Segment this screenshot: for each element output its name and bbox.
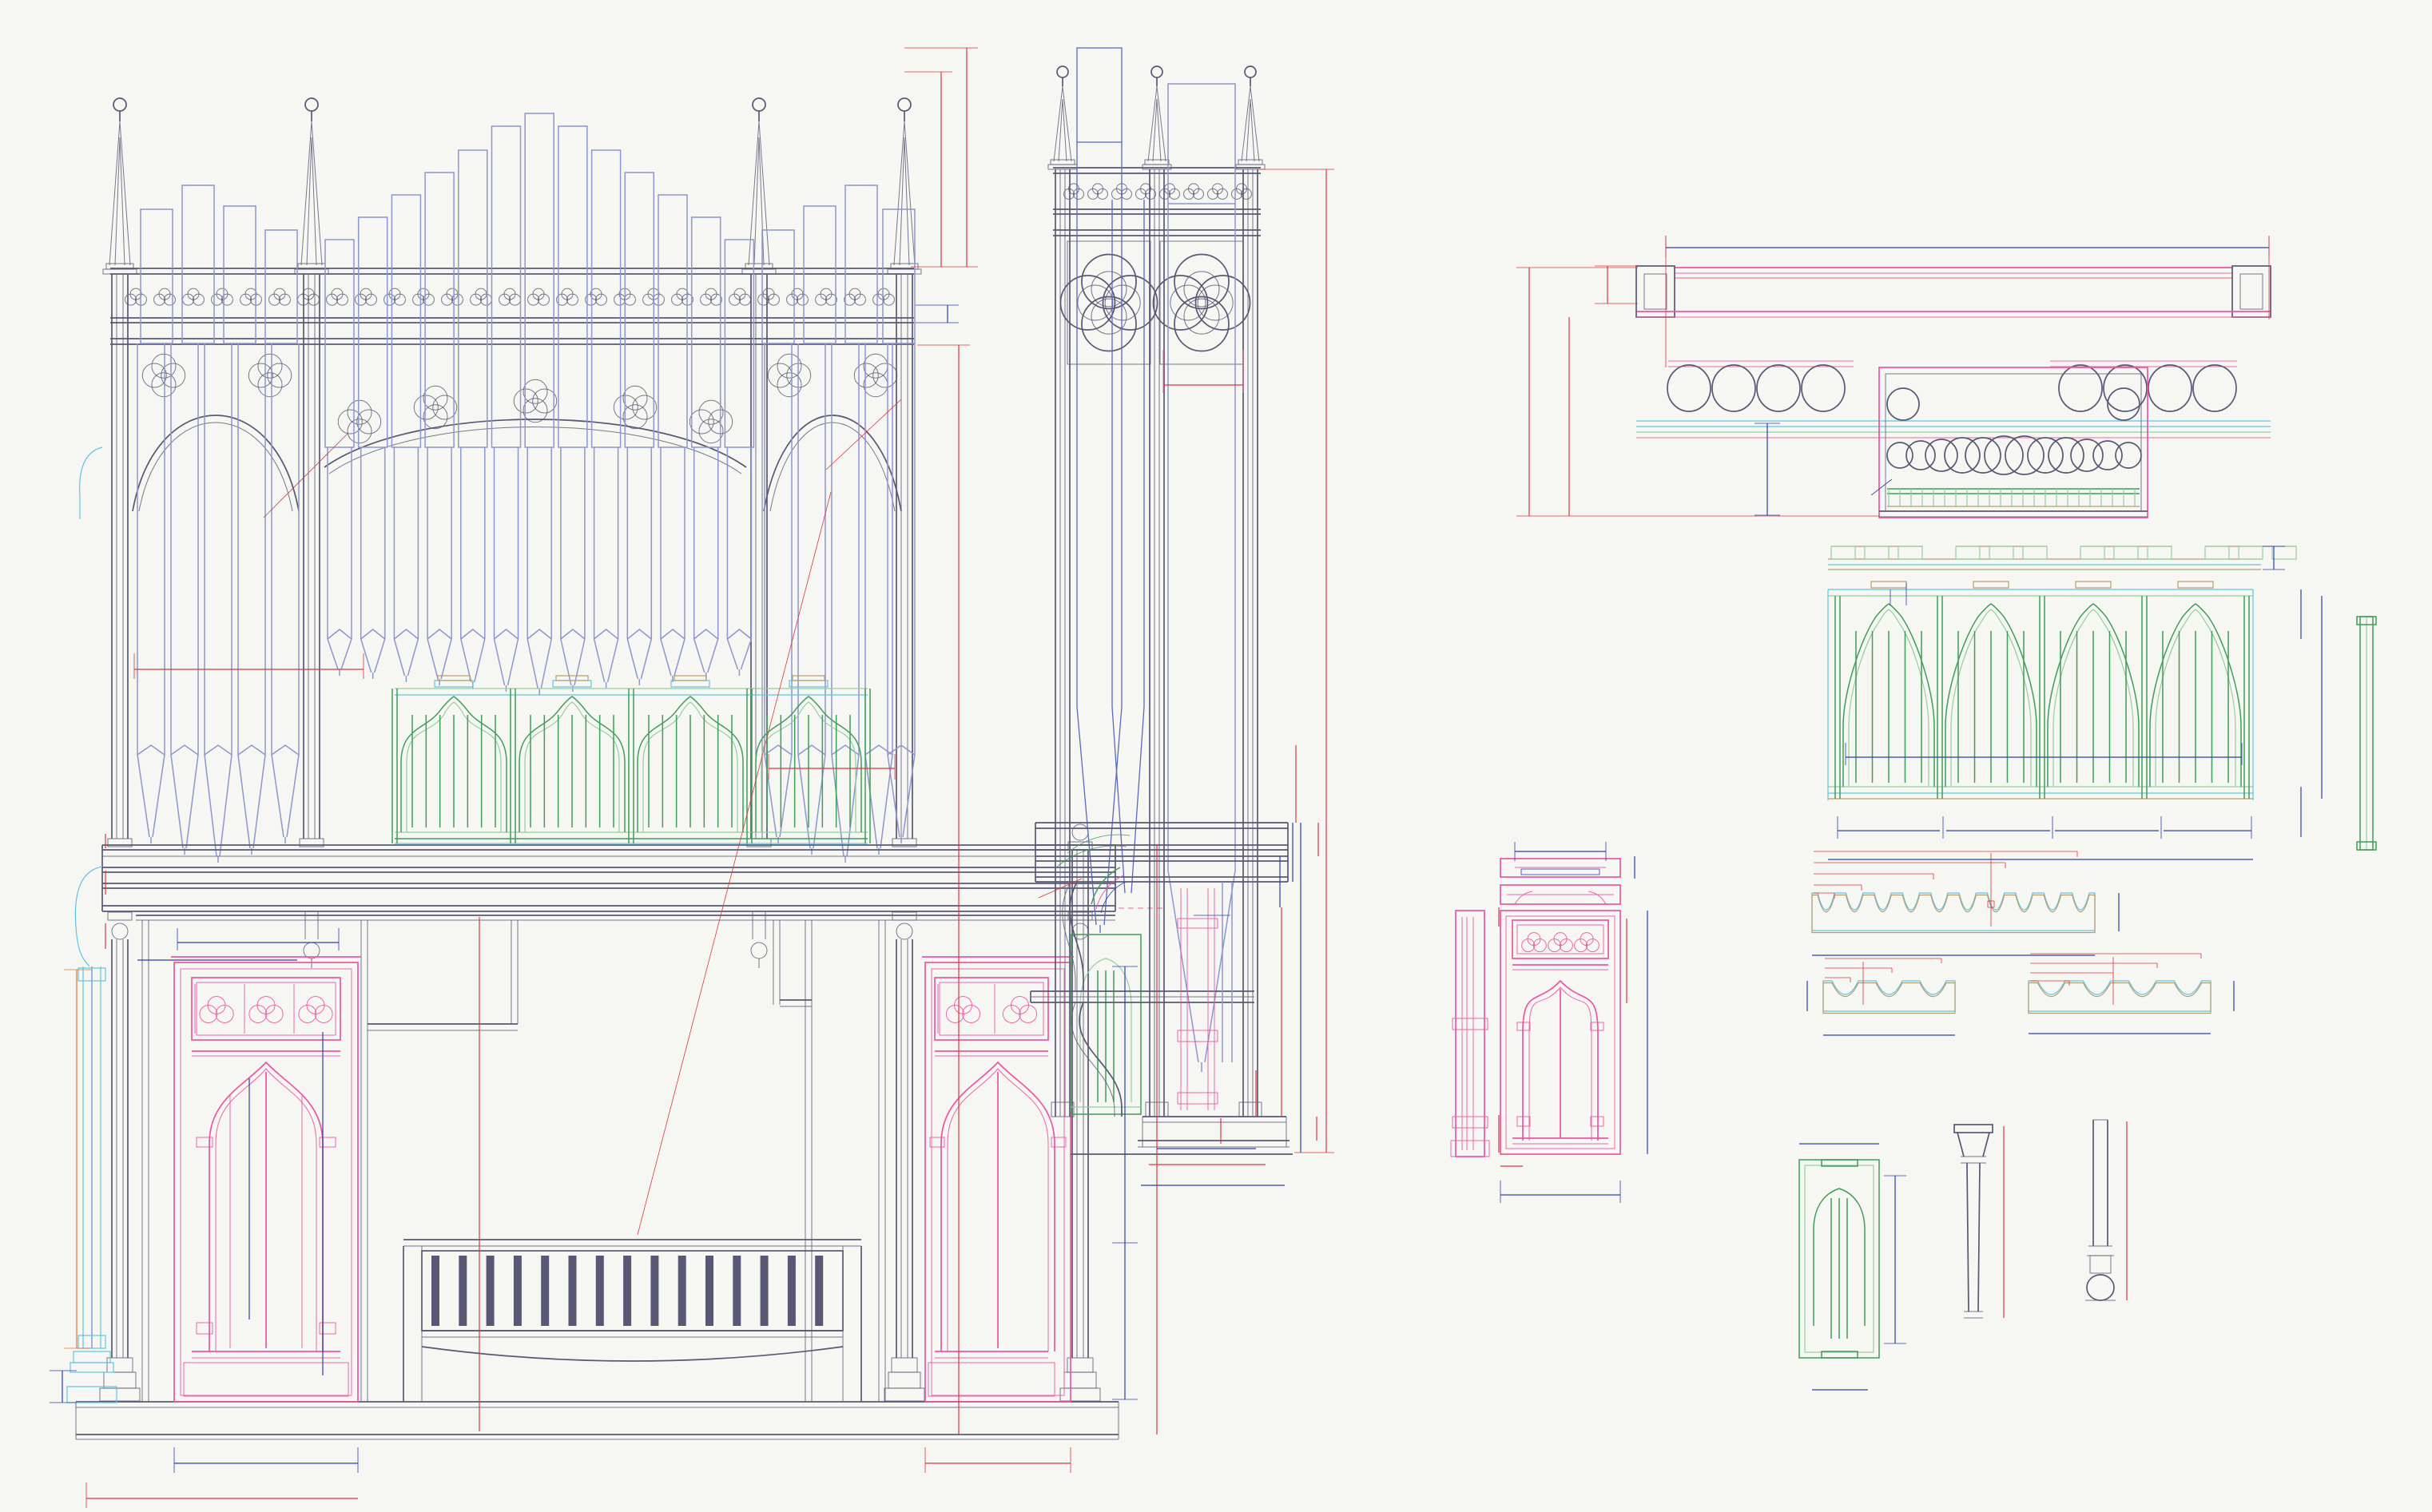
- dim-label: 275: [1189, 365, 1218, 383]
- dim-label: 83: [2220, 990, 2232, 1003]
- dimension-lines: [50, 47, 2323, 1508]
- dim-label: 568: [984, 1442, 1013, 1459]
- dim-label: 1056: [1908, 854, 1926, 862]
- dim-label: 140: [2042, 973, 2054, 980]
- dim-label: 58: [1905, 580, 1917, 590]
- dim-label: 51: [1505, 1154, 1517, 1165]
- dim-label: 48: [86, 839, 99, 854]
- dim-label: 114: [1820, 885, 1832, 892]
- dim-label: 1092: [1261, 997, 1276, 1030]
- dim-label: 22: [1853, 492, 1869, 508]
- dim-label: 1524: [2017, 940, 2050, 955]
- dim-label: 382: [918, 152, 936, 181]
- dim-label: 473: [1877, 1018, 1901, 1034]
- dim-label: 1590: [1281, 998, 1296, 1031]
- dim-label: 660: [1874, 865, 1888, 873]
- joinery-detail-views: [1450, 546, 2297, 1359]
- dim-label: 60: [2110, 906, 2121, 918]
- dim-label: 195: [1828, 1371, 1853, 1387]
- dim-label: 284: [2196, 813, 2219, 827]
- dim-label: 67: [1301, 833, 1313, 847]
- dim-label: 2356: [936, 682, 953, 720]
- side-elevation: [1030, 47, 1293, 1155]
- dim-label: 73: [1590, 276, 1603, 290]
- dim-label: 38: [931, 307, 943, 320]
- dim-label: 280: [1274, 772, 1290, 797]
- dim-label: 1444: [2028, 739, 2060, 754]
- dim-label: 95: [1480, 1128, 1492, 1140]
- dim-label: 46: [1480, 911, 1492, 923]
- dim-label: 564: [226, 1254, 244, 1283]
- dim-label: 627: [225, 646, 254, 664]
- dim-label: 616: [2307, 691, 2322, 716]
- dim-label: 594: [2108, 946, 2121, 954]
- dim-label: 70: [2288, 803, 2301, 817]
- dim-label: 373.561: [253, 467, 304, 513]
- dim-label: 722: [208, 1482, 236, 1499]
- dim-label: 218.253: [1093, 842, 1131, 875]
- dim-label: 429: [1548, 1175, 1573, 1190]
- plan-section-view: [1635, 265, 2377, 851]
- dim-label: 264: [1839, 876, 1853, 884]
- dim-label: 83: [1794, 990, 1806, 1003]
- dim-label: 48: [86, 932, 99, 946]
- dim-label: 476: [1894, 1248, 1909, 1273]
- dim-label: 443: [2086, 955, 2100, 963]
- dim-label: 469: [944, 147, 961, 176]
- dim-label: 583: [251, 1442, 280, 1459]
- dim-label: 118: [1238, 1085, 1250, 1105]
- dim-label: 122: [1202, 902, 1222, 914]
- dim-label: 48: [86, 876, 99, 891]
- dim-label: 627: [203, 937, 232, 954]
- dim-label: 1452: [1943, 843, 1961, 851]
- dim-label: 102: [1627, 950, 1639, 972]
- dim-label: 461: [243, 919, 272, 937]
- dim-label: 424: [1875, 950, 1889, 958]
- dim-label: 247: [1850, 960, 1864, 968]
- dim-label: 178: [1135, 867, 1150, 891]
- dim-label: 84: [1202, 1123, 1214, 1135]
- dim-label: 284: [1878, 813, 1901, 827]
- dim-label: 2688: [1948, 226, 1986, 244]
- dim-label: 587: [1102, 1307, 1119, 1335]
- dim-label: 820: [1508, 379, 1525, 407]
- dim-label: 89: [1178, 930, 1190, 943]
- dim-label: 2096: [1303, 746, 1321, 784]
- dim-label: 722: [1549, 403, 1567, 431]
- dim-label: 28: [2276, 551, 2287, 563]
- front-elevation: [66, 97, 1163, 1440]
- dim-label: 327: [1548, 835, 1573, 850]
- dim-label: 114: [41, 1377, 53, 1397]
- dim-label: 627: [2107, 1017, 2132, 1032]
- dim-label: 294: [1987, 813, 2010, 827]
- dim-label: 83: [1637, 861, 1649, 875]
- dim-label: 294: [2096, 813, 2119, 827]
- dim-label: 993: [54, 1144, 71, 1173]
- dim-label: 41.5: [1305, 927, 1334, 943]
- dim-label: 275: [1827, 1125, 1852, 1141]
- dim-label: 70: [2288, 606, 2301, 621]
- dim-label: 292: [2064, 965, 2077, 973]
- dim-label: 377: [1747, 440, 1762, 465]
- dim-label: 1600: [1134, 1155, 1151, 1193]
- dim-label: 419: [1198, 1167, 1227, 1185]
- dim-label: 98: [1833, 970, 1841, 977]
- dim-label: 40: [1884, 592, 1894, 603]
- dim-label: 300: [1194, 1130, 1219, 1145]
- dim-label: 46: [1301, 1122, 1312, 1134]
- dim-label: 1524: [2025, 841, 2057, 856]
